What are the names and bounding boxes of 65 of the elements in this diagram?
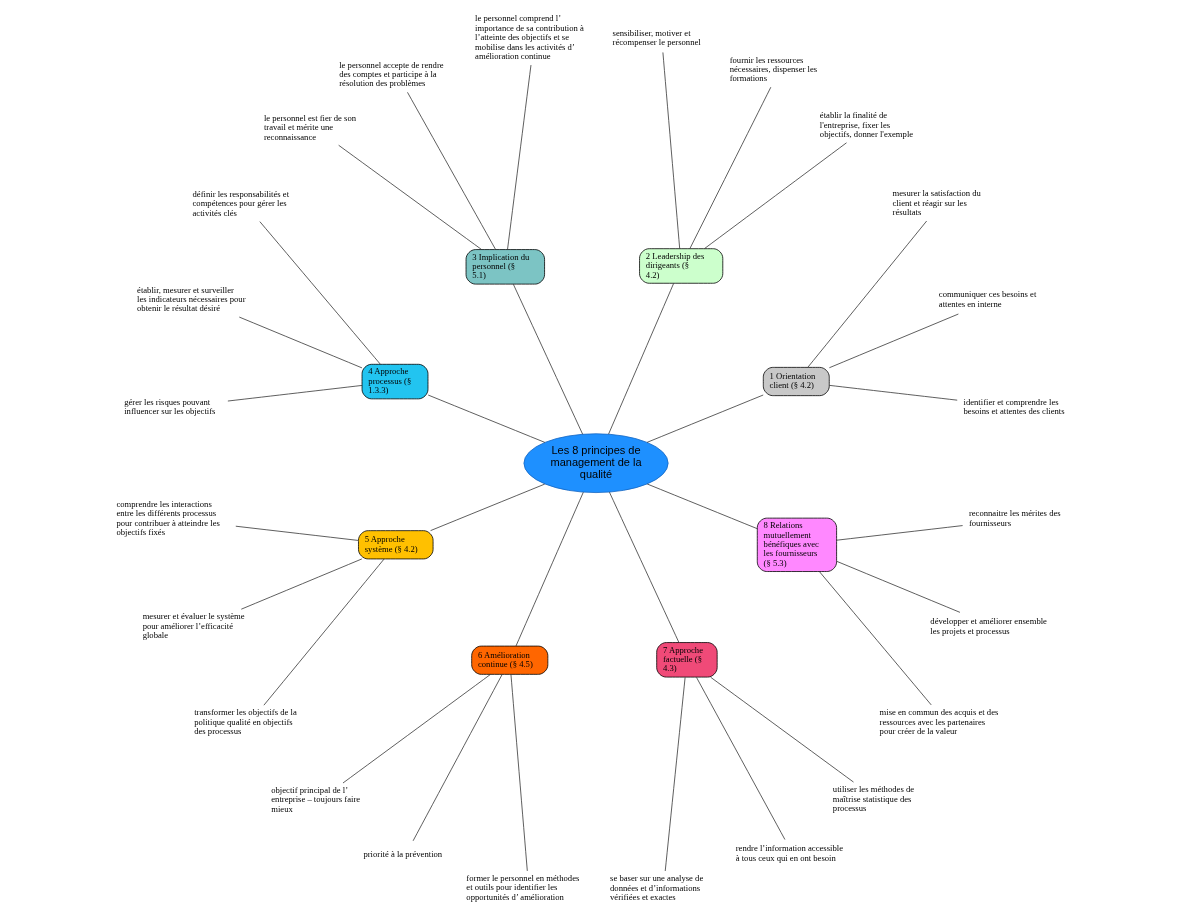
connector	[828, 384, 958, 401]
connector	[662, 52, 680, 249]
connector	[258, 221, 381, 365]
node-text: rendre l’information accessible à tous ceux qui en ont besoin	[735, 843, 843, 863]
node-text: mesurer la satisfaction du client et réagir sur les résultats	[892, 188, 981, 218]
node-text: sensibiliser, motiver et récompenser le personnel	[612, 27, 701, 48]
connector	[506, 64, 531, 250]
node-text: reconnaitre les mérites des fournisseurs	[968, 508, 1061, 528]
connector	[664, 677, 685, 872]
connector	[512, 283, 583, 435]
node-text: comprendre les interactions entre les différents processus pour contribuer à atteindre les objectifs fixés	[115, 498, 220, 538]
connector	[429, 483, 545, 531]
node-text: établir la finalité de l'entreprise, fixer les objectifs, donner l'exemple	[819, 110, 913, 140]
node-text: objectif principal de l’ entreprise – toujours faire mieux	[270, 785, 360, 814]
node-text: se baser sur une analyse de données et d’informations vérifiées et exactes	[609, 873, 703, 902]
node-text: gérer les risques pouvant influencer sur les objectifs	[123, 396, 215, 417]
node-text: communiquer ces besoins et attentes en interne	[938, 289, 1036, 309]
connector	[337, 144, 482, 250]
node-box: 2 Leadership des dirigeants (§ 4.2)	[638, 248, 723, 284]
connector	[835, 560, 960, 613]
connector	[818, 571, 932, 706]
node-text: transformer les objectifs de la politique qualité en objectifs des processus	[193, 707, 297, 737]
node-box: 8 Relations mutuellement bénéfiques avec les fournisseurs (§ 5.3)	[756, 517, 837, 572]
connector	[646, 483, 758, 530]
connector	[238, 316, 362, 369]
node-text: mise en commun des acquis et des ressources avec les partenaires pour créer de la valeur	[879, 707, 998, 737]
node-text: le personnel est fier de son travail et mérite une reconnaissance	[263, 112, 356, 142]
connector	[608, 491, 679, 643]
node-box: 3 Implication du personnel (§ 5.1)	[465, 249, 545, 285]
connector	[406, 91, 496, 250]
connector	[806, 220, 927, 368]
node-box: 1 Orientation client (§ 4.2)	[762, 367, 830, 397]
connector	[709, 676, 854, 783]
node-text: utiliser les méthodes de maîtrise statistique des processus	[832, 784, 914, 814]
connector	[240, 558, 362, 610]
connector	[835, 525, 963, 541]
connector	[703, 142, 847, 249]
node-text: définir les responsabilités et compétences pour gérer les activités clés	[192, 188, 289, 218]
node-text: établir, mesurer et surveiller les indicateurs nécessaires pour obtenir le résultat désiré	[136, 284, 246, 314]
node-text: former le personnel en méthodes et outils pour identifier les opportunités d’ amélioration	[465, 873, 579, 902]
node-box: 7 Approche factuelle (§ 4.3)	[655, 642, 718, 678]
node-text: identifier et comprendre les besoins et attentes des clients	[963, 396, 1065, 417]
connector	[510, 674, 528, 872]
connector	[427, 394, 545, 443]
node-ellipse: Les 8 principes de management de la qualité	[523, 433, 669, 493]
node-box: 6 Amélioration continue (§ 4.5)	[470, 645, 548, 675]
connector	[234, 525, 359, 541]
connector	[607, 283, 674, 435]
node-box: 4 Approche processus (§ 1.3.3)	[361, 363, 428, 400]
node-text: mesurer et évaluer le système pour améliorer l’efficacité globale	[142, 611, 245, 641]
connector	[412, 674, 502, 842]
node-text: fournir les ressources nécessaires, dispenser les formations	[729, 54, 817, 84]
node-box: 5 Approche système (§ 4.2)	[357, 530, 433, 560]
connector	[263, 558, 384, 706]
node-text: développer et améliorer ensemble les projets et processus	[929, 616, 1047, 636]
node-text: le personnel accepte de rendre des comptes et participe à la résolution des problèmes	[338, 59, 444, 89]
connector	[226, 385, 362, 402]
node-text: le personnel comprend l’ importance de sa contribution à l’atteinte des objectifs et se mobilise dans les activités d’ amélioration continue	[474, 13, 584, 62]
connector	[342, 674, 491, 784]
connector	[689, 86, 771, 249]
connector	[828, 313, 959, 369]
connector	[646, 394, 764, 443]
connector	[695, 677, 785, 840]
node-text: priorité à la prévention	[362, 849, 442, 860]
connector	[515, 491, 584, 647]
